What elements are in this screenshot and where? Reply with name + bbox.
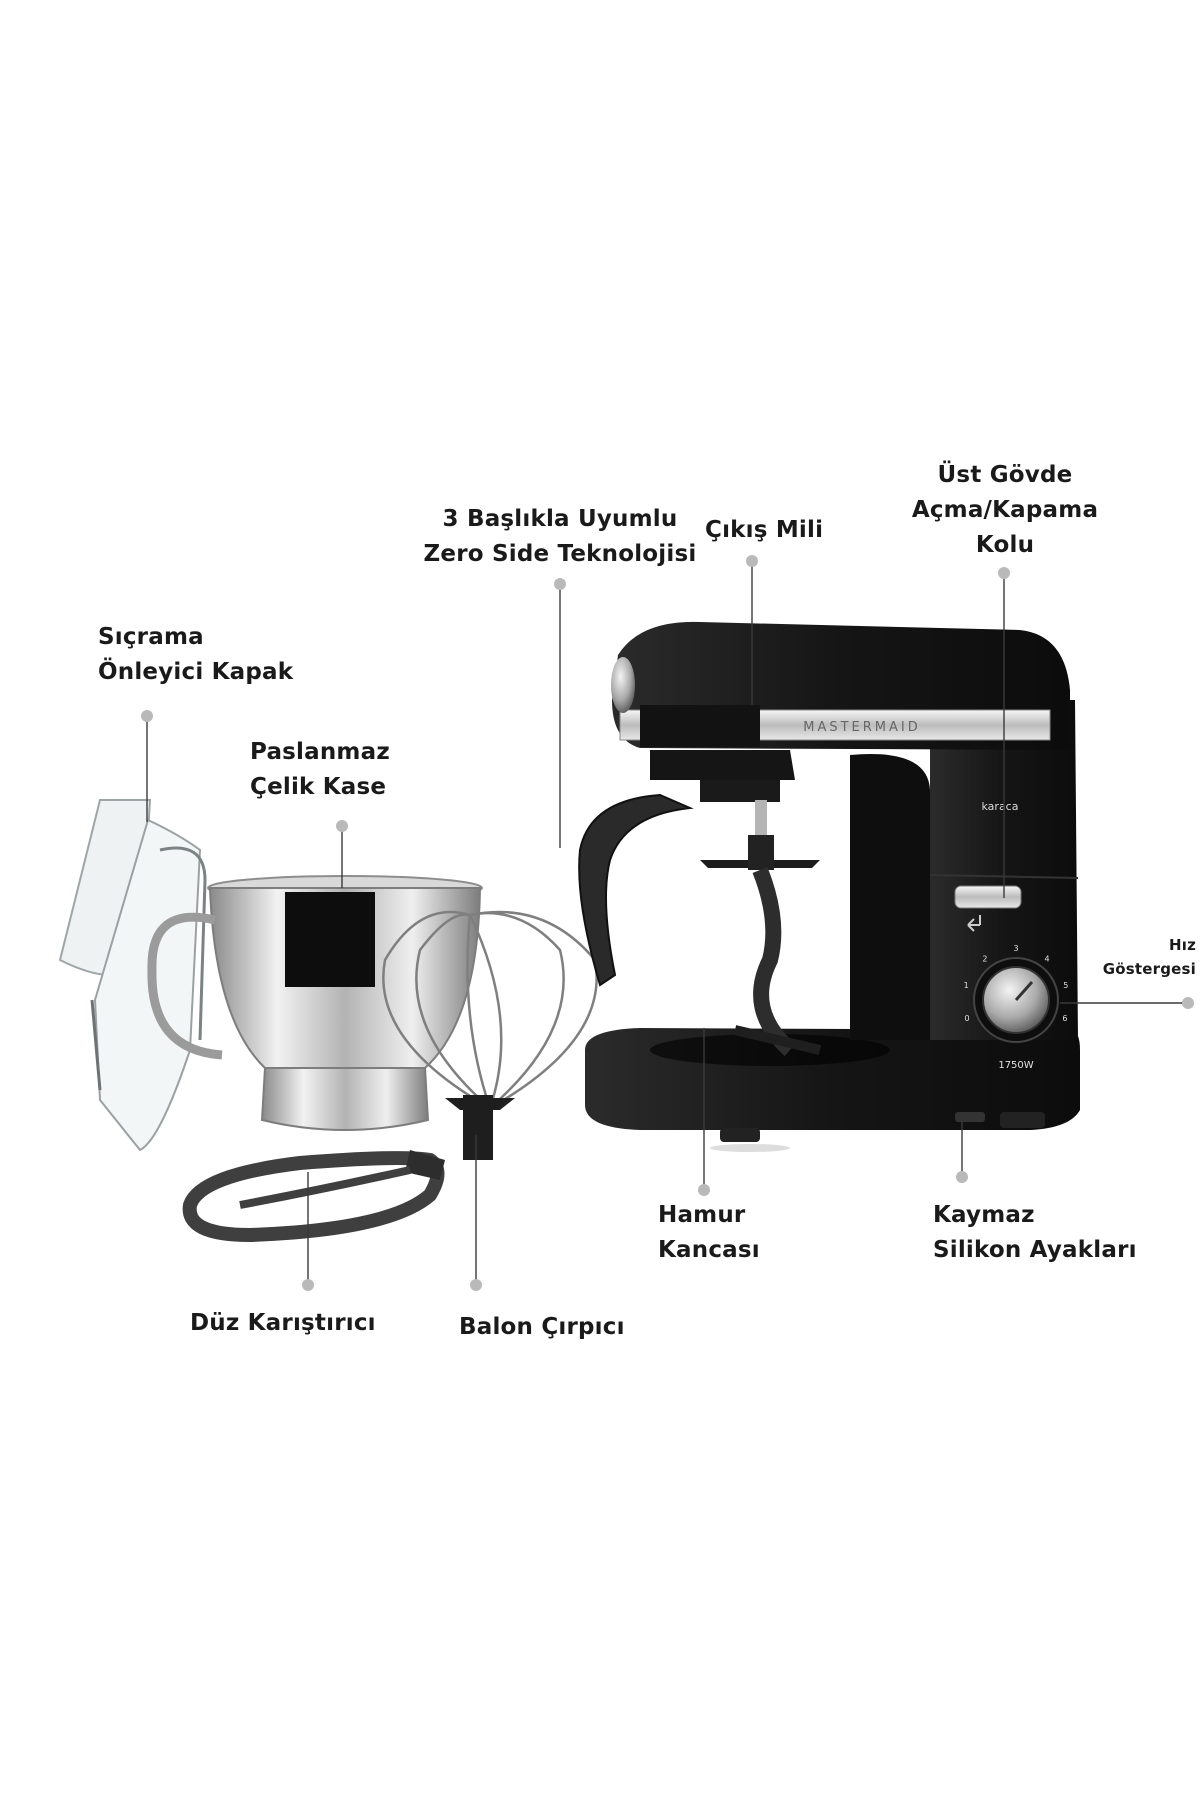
flat-beater-attachment (182, 1150, 445, 1243)
label-speed-indicator: Hız Göstergesi (1090, 933, 1196, 981)
label-zero-side-line-2: Zero Side Teknolojisi (423, 541, 697, 567)
pin-speed-indicator (1182, 997, 1194, 1009)
label-flat-beater-line-1: Düz Karıştırıcı (190, 1310, 376, 1336)
pin-splash-guard (141, 710, 153, 722)
label-dough-hook-line-2: Kancası (658, 1237, 760, 1263)
brand-wordmark: MASTERMAID (803, 720, 921, 735)
label-head-lever-line-3: Kolu (975, 532, 1035, 558)
label-splash-guard: Sıçrama Önleyici Kapak (98, 620, 293, 690)
label-head-lever: Üst Gövde Açma/Kapama Kolu (905, 458, 1105, 563)
label-steel-bowl-line-1: Paslanmaz (250, 739, 390, 765)
label-head-lever-line-1: Üst Gövde (937, 462, 1073, 488)
label-zero-side: 3 Başlıkla Uyumlu Zero Side Teknolojisi (405, 502, 715, 572)
pin-head-lever (998, 567, 1010, 579)
mixer-head: MASTERMAID karaca (611, 621, 1070, 813)
callout-pins (141, 555, 1194, 1291)
label-zero-side-line-1: 3 Başlıkla Uyumlu (442, 506, 678, 532)
stainless-steel-bowl (147, 875, 483, 1131)
pin-zero-side (554, 578, 566, 590)
label-silicone-feet: Kaymaz Silikon Ayakları (933, 1198, 1137, 1268)
guard-bracket (578, 793, 694, 987)
speed-mark-2: 2 (982, 954, 987, 963)
label-silicone-feet-line-2: Silikon Ayakları (933, 1237, 1137, 1263)
label-splash-guard-line-2: Önleyici Kapak (98, 659, 294, 685)
label-output-shaft-line-1: Çıkış Mili (705, 517, 824, 543)
label-splash-guard-line-1: Sıçrama (98, 624, 204, 650)
dough-hook-attachment (700, 800, 822, 1056)
mixer-base (585, 1028, 1080, 1152)
speed-mark-3: 3 (1013, 944, 1018, 953)
pin-silicone-feet (956, 1171, 968, 1183)
pin-steel-bowl (336, 820, 348, 832)
speed-mark-1: 1 (964, 981, 969, 990)
splash-guard-lid (58, 799, 207, 1152)
label-balloon-whisk-line-1: Balon Çırpıcı (459, 1314, 625, 1340)
label-steel-bowl-line-2: Çelik Kase (250, 774, 387, 800)
pin-balloon-whisk (470, 1279, 482, 1291)
label-dough-hook: Hamur Kancası (658, 1198, 760, 1268)
speed-mark-5: 5 (1063, 981, 1068, 990)
label-balloon-whisk: Balon Çırpıcı (459, 1310, 625, 1345)
speed-mark-0: 0 (965, 1014, 970, 1023)
pin-dough-hook (698, 1184, 710, 1196)
pin-output-shaft (746, 555, 758, 567)
pin-flat-beater (302, 1279, 314, 1291)
label-silicone-feet-line-1: Kaymaz (933, 1202, 1035, 1228)
speed-mark-4: 4 (1045, 954, 1050, 963)
speed-mark-6: 6 (1062, 1014, 1067, 1023)
label-output-shaft: Çıkış Mili (705, 513, 823, 548)
karaca-logo: karaca (982, 800, 1019, 813)
leader-lines (146, 561, 1188, 1285)
power-rating: 1750W (998, 1060, 1033, 1071)
label-flat-beater: Düz Karıştırıcı (190, 1306, 376, 1341)
label-dough-hook-line-1: Hamur (658, 1202, 746, 1228)
label-steel-bowl: Paslanmaz Çelik Kase (250, 735, 390, 805)
balloon-whisk-attachment (382, 910, 598, 1160)
label-speed-indicator-line-2: Göstergesi (1102, 960, 1196, 978)
speed-control-knob: 1750W (973, 957, 1059, 1071)
label-speed-indicator-line-1: Hız (1168, 936, 1196, 954)
label-head-lever-line-2: Açma/Kapama (911, 497, 1099, 523)
speed-dial-marks: 0 1 2 3 4 5 6 (964, 944, 1069, 1023)
